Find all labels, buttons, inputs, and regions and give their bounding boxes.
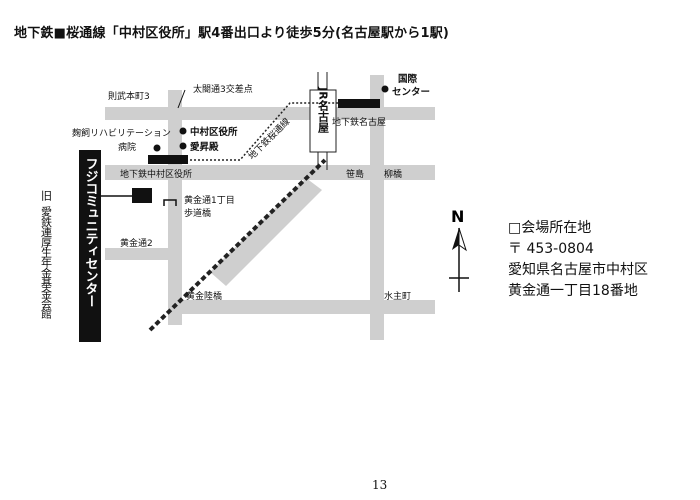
north-label: N <box>451 207 464 226</box>
footbridge-mark <box>163 199 177 206</box>
label-jr: JR名古屋 <box>317 86 330 133</box>
label-aishoden: 愛昇殿 <box>190 141 219 153</box>
road-horizontal-middle <box>105 165 435 180</box>
address-postal: 〒 453-0804 <box>508 241 594 257</box>
road-side-left <box>105 248 170 260</box>
road-vertical-left <box>168 90 182 325</box>
label-ward-office: 中村区役所 <box>190 126 238 138</box>
label-subway-nagoya: 地下鉄名古屋 <box>332 116 386 128</box>
address-line1: 愛知県名古屋市中村区 <box>508 262 648 278</box>
label-kogane-rikkyo: 黄金陸橋 <box>186 290 222 302</box>
address-block: □会場所在地 〒 453-0804 愛知県名古屋市中村区 黄金通一丁目18番地 <box>508 218 648 302</box>
label-koganedori2: 黄金通2 <box>120 237 153 249</box>
landmark-dot-aishoden <box>179 142 187 150</box>
jr-label-box <box>309 89 337 153</box>
label-former-2: 愛鉄連厚生年金基金会館 <box>40 206 53 320</box>
page-heading: 地下鉄■桜通線「中村区役所」駅4番出口より徒歩5分(名古屋駅から1駅) <box>14 26 450 41</box>
station-nagoya <box>338 99 380 108</box>
north-arrow-icon <box>449 227 469 292</box>
subway-route <box>150 102 355 161</box>
label-koganedori1-1: 黄金通1丁目 <box>184 194 235 206</box>
road-diagonal <box>210 178 322 286</box>
landmark-dot-hospital <box>153 144 161 152</box>
page-number: 13 <box>372 478 388 492</box>
railway-line <box>148 158 327 332</box>
station-nakamura <box>148 155 188 164</box>
taiko-pointer <box>177 89 186 109</box>
label-subway-nakamura: 地下鉄中村区役所 <box>120 168 192 180</box>
road-vertical-right <box>370 75 384 340</box>
label-koganedori1-2: 歩道橋 <box>184 207 211 219</box>
label-kokusai-1: 国際 <box>398 73 418 85</box>
label-sakura-line: 地下鉄桜通線 <box>246 115 293 162</box>
venue-banner <box>79 150 101 342</box>
label-venue: フジコミュニティセンター <box>83 157 99 307</box>
label-former-1: 旧 <box>40 190 53 201</box>
label-yanagibashi: 柳橋 <box>384 168 402 180</box>
label-mizunuki: 水主町 <box>384 290 411 302</box>
road-horizontal-bottom <box>170 300 435 314</box>
address-heading: □会場所在地 <box>508 220 592 236</box>
roads <box>105 75 435 340</box>
address-line2: 黄金通一丁目18番地 <box>508 283 638 299</box>
road-horizontal-top <box>105 107 435 120</box>
label-noritake: 則武本町3 <box>108 90 150 102</box>
label-taiko: 太閤通3交差点 <box>193 83 253 95</box>
label-kokusai-2: センター <box>392 86 430 98</box>
landmark-dot-kokusai <box>381 85 389 93</box>
label-rehab: 麹飼リハビリテーション <box>72 127 171 139</box>
label-sasashima: 笹島 <box>346 168 364 180</box>
landmark-dot-ward-office <box>179 127 187 135</box>
label-hospital: 病院 <box>118 141 136 153</box>
venue-building <box>132 188 152 203</box>
